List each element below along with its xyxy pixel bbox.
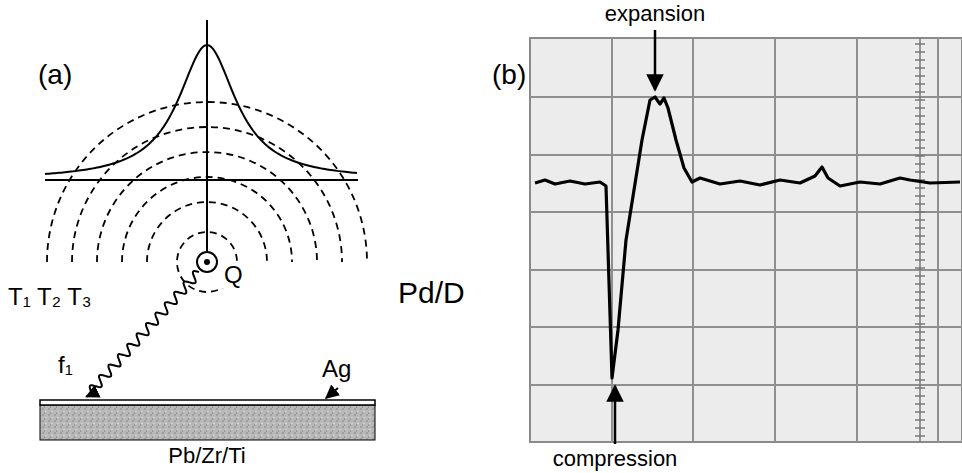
tick — [915, 123, 925, 125]
tick — [915, 275, 925, 277]
tick — [915, 307, 925, 309]
tick — [915, 147, 925, 149]
tick — [915, 267, 925, 269]
tick — [915, 347, 925, 349]
grid-line — [611, 38, 613, 442]
tick — [915, 187, 925, 189]
layer-label: Ag — [322, 356, 351, 382]
tick — [915, 115, 925, 117]
tick — [915, 315, 925, 317]
tick — [915, 403, 925, 405]
signal-label: compression — [553, 447, 678, 471]
source-dot — [204, 259, 210, 265]
source-circle — [197, 252, 217, 272]
wavefront-arc — [47, 102, 367, 262]
tick — [915, 411, 925, 413]
tick — [915, 251, 925, 253]
tick — [915, 131, 925, 133]
tick — [915, 427, 925, 429]
tick-axis — [919, 38, 921, 442]
wavefront-label: T₁ T₂ T₃ — [8, 284, 92, 310]
ag-layer — [40, 400, 375, 405]
wavefront-arc — [72, 127, 342, 262]
signal-trace — [535, 97, 960, 378]
grid-line — [530, 154, 962, 156]
tick — [915, 203, 925, 205]
tick — [915, 51, 925, 53]
tick — [915, 195, 925, 197]
scope-grid — [530, 38, 962, 442]
wavefront-arc — [122, 177, 292, 262]
grid-line — [530, 269, 962, 271]
signal-label: expansion — [605, 2, 705, 26]
grid-line — [856, 38, 858, 442]
expansion-arrow — [654, 30, 657, 90]
substrate-label: Pb/Zr/Ti — [168, 444, 245, 468]
tick — [915, 299, 925, 301]
scope-ticks — [915, 38, 925, 442]
substrate — [40, 405, 375, 440]
scope-screen — [530, 38, 962, 442]
tick — [915, 155, 925, 157]
grid-line — [692, 38, 694, 442]
tick — [915, 291, 925, 293]
tick — [915, 395, 925, 397]
tick — [915, 339, 925, 341]
tick — [915, 163, 925, 165]
source-label: Q — [222, 262, 245, 288]
tick — [915, 139, 925, 141]
tick — [915, 67, 925, 69]
tick — [915, 91, 925, 93]
tick — [915, 107, 925, 109]
tick — [915, 371, 925, 373]
panel-label: (a) — [38, 60, 72, 91]
grid-line — [774, 38, 776, 442]
tick — [915, 363, 925, 365]
tick — [915, 355, 925, 357]
grid-line — [530, 384, 962, 386]
panel-label: (b) — [492, 60, 526, 91]
tick — [915, 99, 925, 101]
grid-line — [937, 38, 939, 442]
baseline — [45, 179, 358, 181]
compression-arrow — [614, 386, 617, 444]
grid-line — [530, 96, 962, 98]
tick — [915, 331, 925, 333]
tick — [915, 419, 925, 421]
tick — [915, 387, 925, 389]
axis-line — [206, 20, 208, 252]
panel-a — [40, 20, 375, 440]
tick — [915, 219, 925, 221]
tick — [915, 211, 925, 213]
tick — [915, 59, 925, 61]
tick — [915, 243, 925, 245]
material-label: Pd/D — [398, 276, 465, 309]
tick — [915, 43, 925, 45]
tick — [915, 83, 925, 85]
grid-line — [530, 326, 962, 328]
wavefront-arc — [97, 152, 317, 262]
grid-line — [530, 211, 962, 213]
tick — [915, 259, 925, 261]
wavy-arrow — [86, 271, 199, 397]
tick — [915, 379, 925, 381]
peak-curve — [45, 45, 357, 174]
tick — [915, 227, 925, 229]
panel-b — [530, 30, 962, 444]
tick — [915, 235, 925, 237]
leader-arrow — [326, 388, 338, 398]
tick — [915, 283, 925, 285]
frequency-label: f₁ — [58, 352, 73, 378]
tick — [915, 323, 925, 325]
tick — [915, 435, 925, 437]
tick — [915, 75, 925, 77]
tick — [915, 171, 925, 173]
wavefront-arcs — [47, 102, 367, 262]
